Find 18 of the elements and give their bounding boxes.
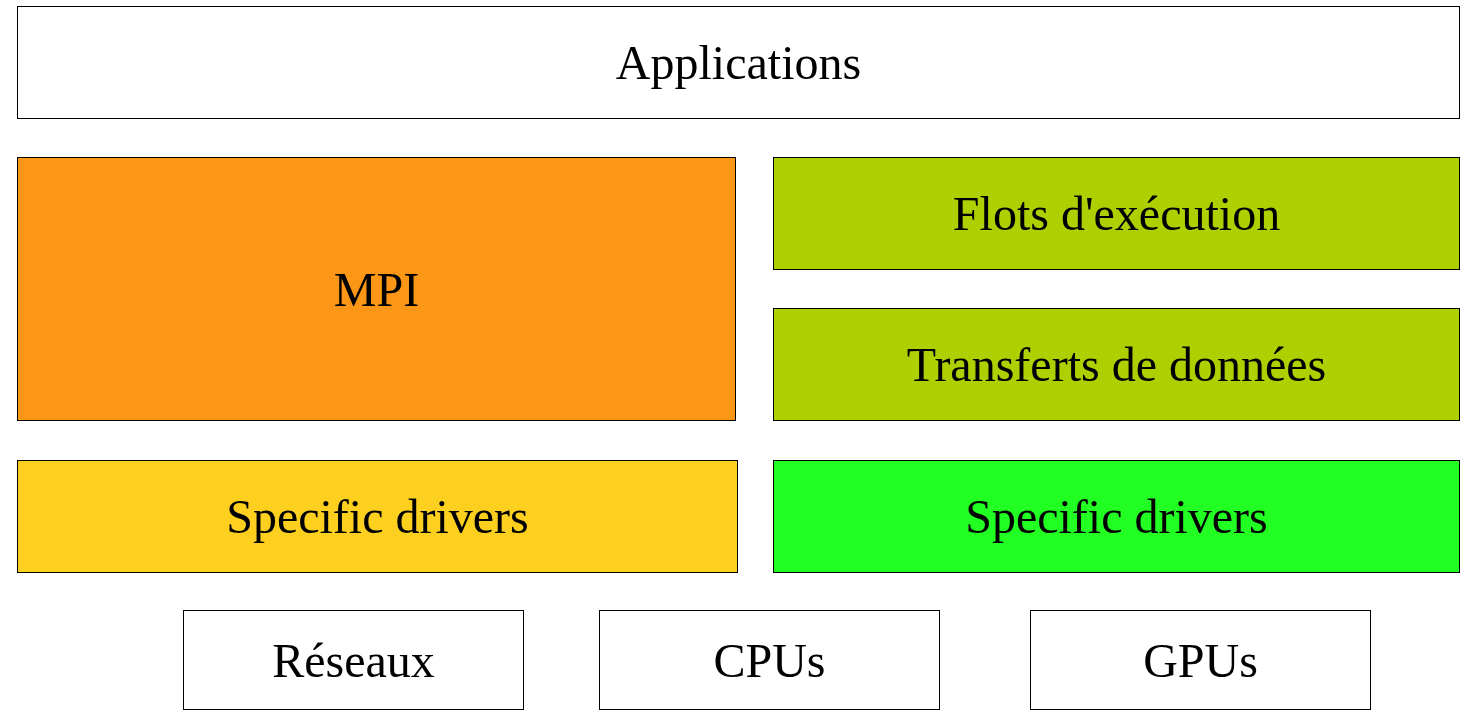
layer-label: Flots d'exécution xyxy=(952,186,1281,241)
hardware-box xyxy=(183,610,524,710)
layer-label: CPUs xyxy=(713,632,826,688)
layer-label: GPUs xyxy=(1143,632,1258,688)
layer-box xyxy=(773,460,1460,573)
layer-label: Specific drivers xyxy=(226,489,529,544)
layer-box xyxy=(773,157,1460,270)
layer-box xyxy=(17,6,1460,119)
layer-label: Réseaux xyxy=(272,632,435,688)
layer-box xyxy=(773,308,1460,421)
layer-box xyxy=(17,157,736,421)
layer-box xyxy=(17,460,738,573)
layer-label: Applications xyxy=(615,35,862,90)
layer-label: MPI xyxy=(333,261,420,317)
layer-label: Transferts de données xyxy=(906,337,1327,392)
hardware-box xyxy=(599,610,940,710)
layer-label: Specific drivers xyxy=(965,489,1268,544)
hardware-box xyxy=(1030,610,1371,710)
